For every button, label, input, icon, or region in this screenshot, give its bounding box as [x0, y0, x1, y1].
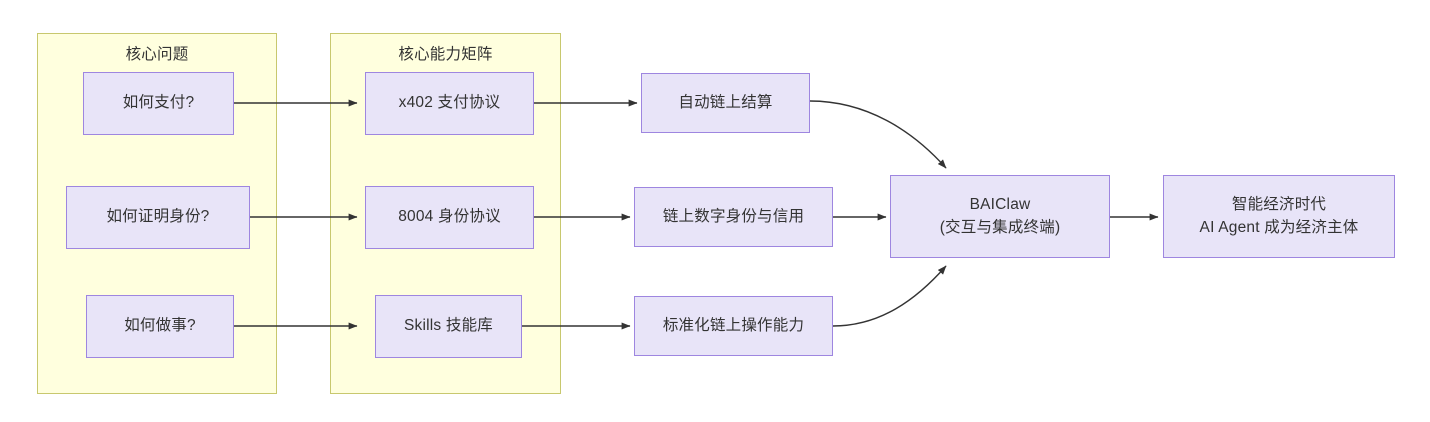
node-capability-8004[interactable]: 8004 身份协议 [365, 186, 534, 249]
edge-out-settlement-to-hub [809, 100, 947, 169]
node-outcome-settlement-label: 自动链上结算 [678, 93, 773, 111]
node-capability-skills-label: Skills 技能库 [404, 317, 493, 335]
node-question-action-label: 如何做事? [124, 317, 196, 335]
node-question-payment-label: 如何支付? [122, 94, 195, 112]
node-question-identity-label: 如何证明身份? [106, 208, 210, 226]
node-result-intelligent-economy-label: 智能经济时代 AI Agent 成为经济主体 [1199, 196, 1359, 236]
node-capability-skills[interactable]: Skills 技能库 [375, 295, 522, 358]
node-outcome-settlement[interactable]: 自动链上结算 [641, 73, 810, 133]
edge-out-operation-to-hub [832, 265, 947, 327]
node-question-action[interactable]: 如何做事? [86, 295, 234, 358]
node-result-intelligent-economy[interactable]: 智能经济时代 AI Agent 成为经济主体 [1163, 175, 1395, 258]
node-question-identity[interactable]: 如何证明身份? [66, 186, 250, 249]
cluster-core-questions-label: 核心问题 [125, 46, 189, 63]
node-capability-x402-label: x402 支付协议 [398, 94, 501, 112]
node-outcome-operation-label: 标准化链上操作能力 [662, 316, 805, 334]
node-capability-8004-label: 8004 身份协议 [398, 208, 501, 226]
node-outcome-identity-label: 链上数字身份与信用 [662, 207, 805, 225]
node-hub-baiclaw[interactable]: BAIClaw (交互与集成终端) [890, 175, 1110, 258]
node-capability-x402[interactable]: x402 支付协议 [365, 72, 534, 135]
node-outcome-operation[interactable]: 标准化链上操作能力 [634, 296, 833, 356]
node-outcome-identity[interactable]: 链上数字身份与信用 [634, 187, 833, 247]
cluster-core-capability-matrix-label: 核心能力矩阵 [398, 46, 493, 63]
node-hub-baiclaw-label: BAIClaw (交互与集成终端) [939, 196, 1061, 236]
node-question-payment[interactable]: 如何支付? [83, 72, 234, 135]
